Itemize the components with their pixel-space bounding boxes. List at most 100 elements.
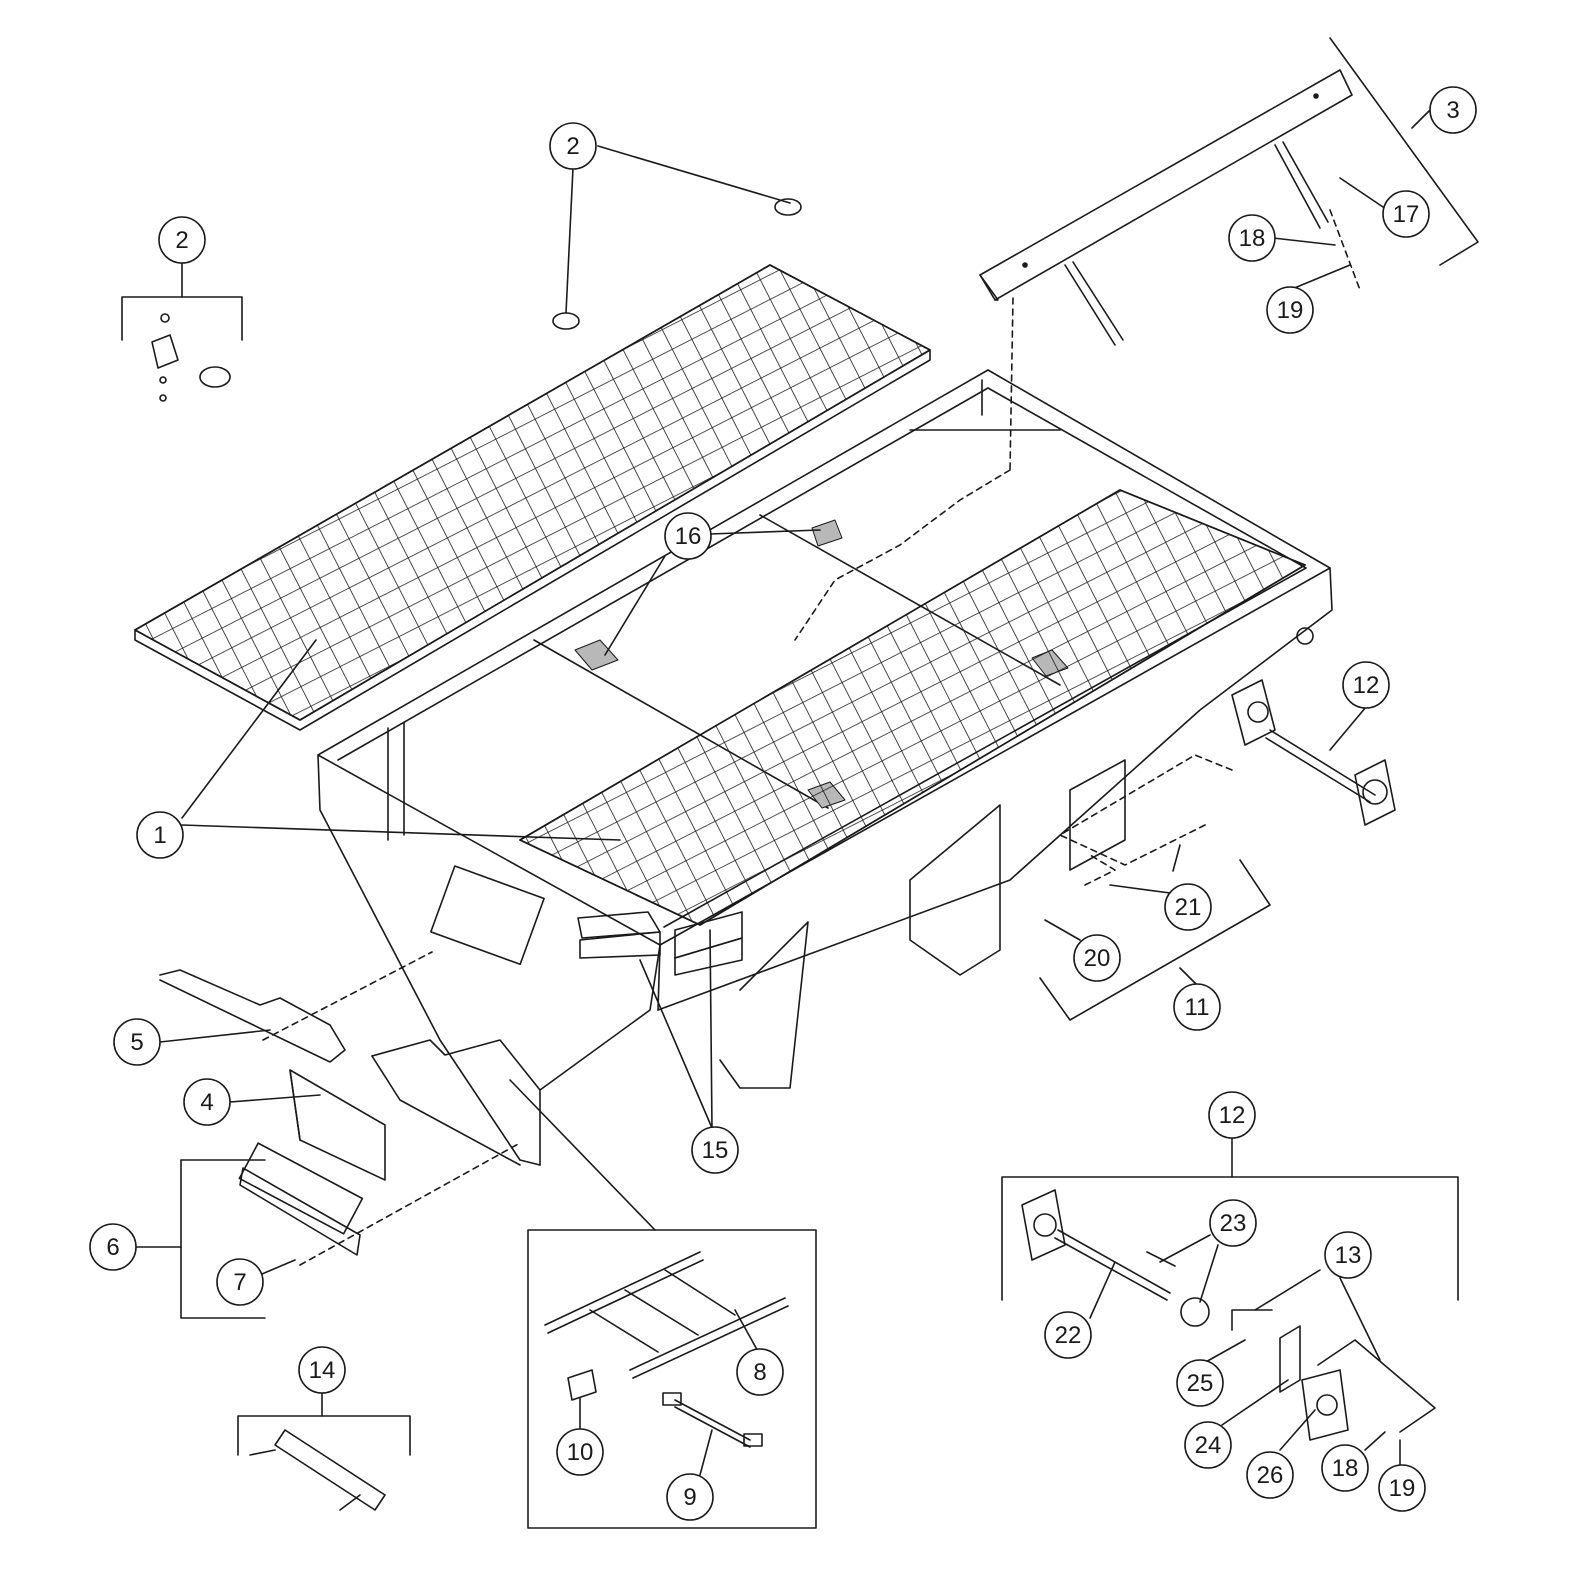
callout-circle (691, 1126, 739, 1174)
callout-circle (89, 1223, 137, 1271)
callout-label: 23 (1220, 1210, 1247, 1237)
callout-circle (1073, 934, 1121, 982)
callout-label: 12 (1353, 672, 1380, 699)
callout-21: 21 (1164, 883, 1212, 931)
callout-12: 12 (1342, 661, 1390, 709)
callout-label: 24 (1195, 1432, 1222, 1459)
callout-label: 18 (1332, 1455, 1359, 1482)
callout-label: 2 (566, 133, 579, 160)
callout-circle (1208, 1091, 1256, 1139)
hardware-kit-2 (121, 296, 243, 402)
callout-26: 26 (1246, 1451, 1294, 1499)
drive-shaft-upper (1231, 679, 1396, 826)
callout-12: 12 (1208, 1091, 1256, 1139)
callout-3: 3 (1429, 86, 1477, 134)
callout-label: 26 (1257, 1462, 1284, 1489)
bracket-group-13 (1231, 1309, 1436, 1433)
callout-label: 21 (1175, 894, 1202, 921)
callout-label: 20 (1084, 945, 1111, 972)
callout-circle (1382, 190, 1430, 238)
callout-17: 17 (1382, 190, 1430, 238)
callout-label: 5 (130, 1029, 143, 1056)
callout-circle (1184, 1421, 1232, 1469)
callout-18: 18 (1321, 1444, 1369, 1492)
drive-shaft-lower (1021, 1189, 1349, 1441)
callout-5: 5 (113, 1018, 161, 1066)
callout-circle (736, 1348, 784, 1396)
callout-circle (1044, 1311, 1092, 1359)
callout-circle (1429, 86, 1477, 134)
callout-circle (1321, 1444, 1369, 1492)
callout-2: 2 (549, 122, 597, 170)
callout-circle (1209, 1199, 1257, 1247)
callout-label: 2 (175, 227, 188, 254)
callout-label: 12 (1219, 1102, 1246, 1129)
callout-label: 6 (106, 1234, 119, 1261)
callout-22: 22 (1044, 1311, 1092, 1359)
callout-13: 13 (1324, 1231, 1372, 1279)
callout-circle (298, 1346, 346, 1394)
callout-23: 23 (1209, 1199, 1257, 1247)
callout-2: 2 (158, 216, 206, 264)
grate-left (134, 264, 931, 731)
leader-lines (134, 109, 1431, 1476)
bracket-group-12 (1001, 1176, 1459, 1301)
callout-24: 24 (1184, 1421, 1232, 1469)
bracket-group-11 (1039, 859, 1271, 1021)
explode-lines (262, 209, 1361, 1266)
callout-label: 17 (1393, 201, 1420, 228)
callout-6: 6 (89, 1223, 137, 1271)
callout-circle (113, 1018, 161, 1066)
grate-right (519, 489, 1306, 926)
pin-assembly (237, 1415, 411, 1511)
callout-15: 15 (691, 1126, 739, 1174)
decal-boxes (577, 911, 743, 976)
callout-label: 1 (153, 822, 166, 849)
hopper-body (317, 369, 1333, 1166)
callout-circle (1228, 214, 1276, 262)
callout-circle (1378, 1464, 1426, 1512)
top-bar-assembly (979, 69, 1353, 346)
callout-circle (1266, 286, 1314, 334)
callout-circle (549, 122, 597, 170)
callout-circle (1246, 1451, 1294, 1499)
callout-label: 25 (1187, 1370, 1214, 1397)
callout-19: 19 (1378, 1464, 1426, 1512)
callout-circle (1324, 1231, 1372, 1279)
callout-circle (1342, 661, 1390, 709)
callout-circle (556, 1428, 604, 1476)
callout-circle (1176, 1359, 1224, 1407)
callout-label: 16 (675, 523, 702, 550)
callout-circle (136, 811, 184, 859)
callout-18: 18 (1228, 214, 1276, 262)
callout-circle (664, 512, 712, 560)
callout-label: 3 (1446, 97, 1459, 124)
callout-14: 14 (298, 1346, 346, 1394)
callout-label: 15 (702, 1137, 729, 1164)
callout-25: 25 (1176, 1359, 1224, 1407)
callout-label: 4 (200, 1089, 213, 1116)
callout-label: 13 (1335, 1242, 1362, 1269)
callout-label: 10 (567, 1439, 594, 1466)
callout-label: 22 (1055, 1322, 1082, 1349)
callout-4: 4 (183, 1078, 231, 1126)
bracket-group-3 (1329, 37, 1479, 266)
callout-label: 18 (1239, 225, 1266, 252)
callout-label: 19 (1277, 297, 1304, 324)
callout-label: 19 (1389, 1475, 1416, 1502)
chain-inset-box (527, 1229, 817, 1529)
callout-16: 16 (664, 512, 712, 560)
callout-label: 7 (233, 1269, 246, 1296)
callout-circle (1164, 883, 1212, 931)
callout-circle (1173, 983, 1221, 1031)
callout-circle (216, 1258, 264, 1306)
callout-20: 20 (1073, 934, 1121, 982)
callout-7: 7 (216, 1258, 264, 1306)
plate-assembly (180, 1159, 361, 1319)
callout-19: 19 (1266, 286, 1314, 334)
callout-circle (183, 1078, 231, 1126)
callout-1: 1 (136, 811, 184, 859)
callout-label: 11 (1185, 994, 1210, 1021)
